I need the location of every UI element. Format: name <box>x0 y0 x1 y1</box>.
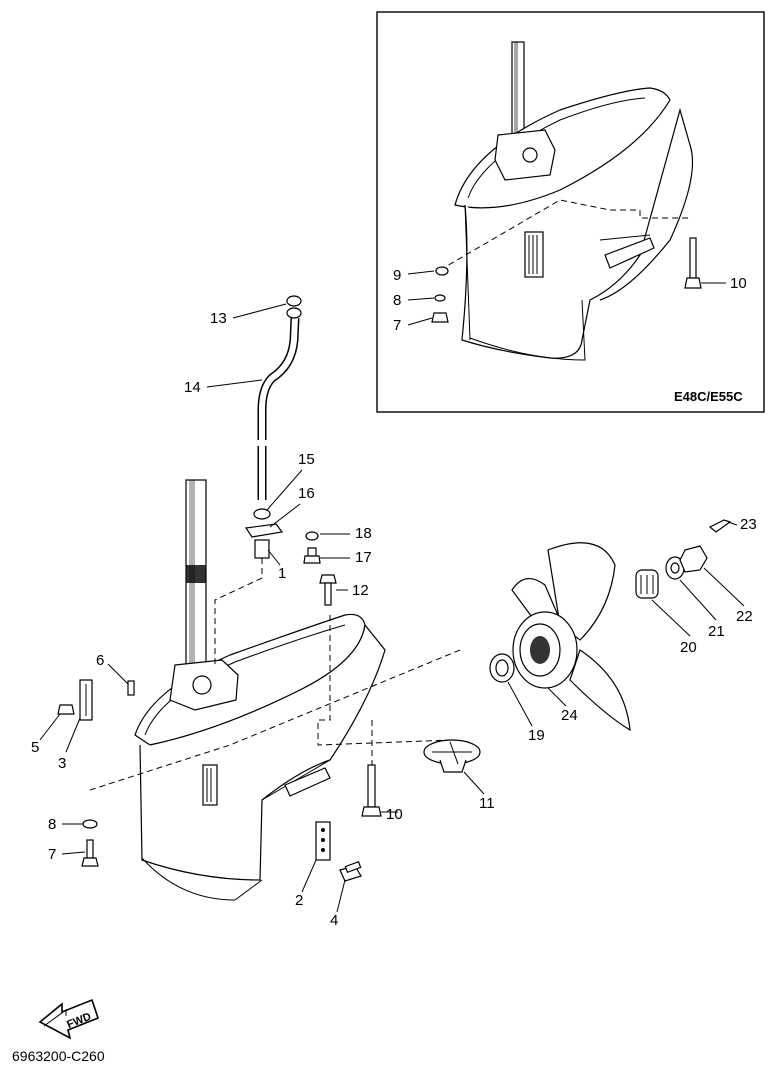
callout-8: 8 <box>48 816 56 833</box>
bolt-17 <box>303 547 321 564</box>
inset-label-9: 9 <box>393 267 401 284</box>
inset-label-10: 10 <box>730 275 747 292</box>
water-tube-plate-16 <box>244 523 284 538</box>
cotter-pin-23 <box>708 519 732 533</box>
fwd-arrow-icon: FWD <box>38 998 99 1040</box>
impeller-11 <box>423 739 481 773</box>
callout-4: 4 <box>330 912 338 929</box>
inset-spring-washer-8 <box>434 294 446 302</box>
washer-8 <box>82 819 98 829</box>
callout-17: 17 <box>355 549 372 566</box>
water-tube-grommet-1 <box>254 539 270 559</box>
main-assembly: 13 14 15 16 1 18 17 12 6 5 3 8 7 10 11 2… <box>31 295 757 929</box>
inset-label-7: 7 <box>393 317 401 334</box>
callout-19: 19 <box>528 727 545 744</box>
bolt-7 <box>81 839 99 867</box>
callout-11: 11 <box>479 795 495 812</box>
inset-panel: 9 8 7 10 E48C/E55C <box>376 11 765 413</box>
callout-22: 22 <box>736 608 753 625</box>
bolt-10 <box>361 764 382 817</box>
inset-bolt-10 <box>684 237 702 289</box>
callout-21: 21 <box>708 623 725 640</box>
screw-4 <box>339 861 362 882</box>
bolt-12 <box>319 574 337 606</box>
inset-water-grille <box>524 231 544 278</box>
callout-15: 15 <box>298 451 315 468</box>
callout-5: 5 <box>31 739 39 756</box>
inset-prop-shaft <box>604 237 655 269</box>
callout-7: 7 <box>48 846 56 863</box>
callout-20: 20 <box>680 639 697 656</box>
callout-1: 1 <box>278 565 286 582</box>
inset-caption: E48C/E55C <box>674 389 743 404</box>
inset-nut-7 <box>431 312 449 323</box>
thrust-washer-19 <box>489 653 515 683</box>
inset-washer-9 <box>435 266 449 276</box>
propeller-nut-22 <box>679 545 708 573</box>
spacer-20 <box>635 569 659 599</box>
callout-2: 2 <box>295 892 303 909</box>
nut-5 <box>57 704 75 715</box>
callout-23: 23 <box>740 516 757 533</box>
callout-14: 14 <box>184 379 201 396</box>
trim-tab-anode-3 <box>79 679 93 721</box>
grommet-13 <box>286 295 302 307</box>
callout-24: 24 <box>561 707 578 724</box>
water-inlet-grille <box>202 764 218 806</box>
callout-18: 18 <box>355 525 372 542</box>
propeller-24 <box>511 542 631 732</box>
callout-3: 3 <box>58 755 66 772</box>
washer-18 <box>305 531 319 541</box>
water-tube <box>257 317 300 440</box>
callout-6: 6 <box>96 652 104 669</box>
callout-10: 10 <box>386 806 403 823</box>
gear-case <box>139 623 386 881</box>
propeller-shaft <box>284 767 331 797</box>
callout-13: 13 <box>210 310 227 327</box>
callout-12: 12 <box>352 582 369 599</box>
seal-15 <box>253 508 271 520</box>
dowel-pin-6 <box>127 680 135 696</box>
anode-2 <box>315 821 331 861</box>
callout-16: 16 <box>298 485 315 502</box>
drawing-code: 6963200-C260 <box>12 1048 105 1064</box>
inset-gear-case <box>461 107 694 359</box>
inset-label-8: 8 <box>393 292 401 309</box>
